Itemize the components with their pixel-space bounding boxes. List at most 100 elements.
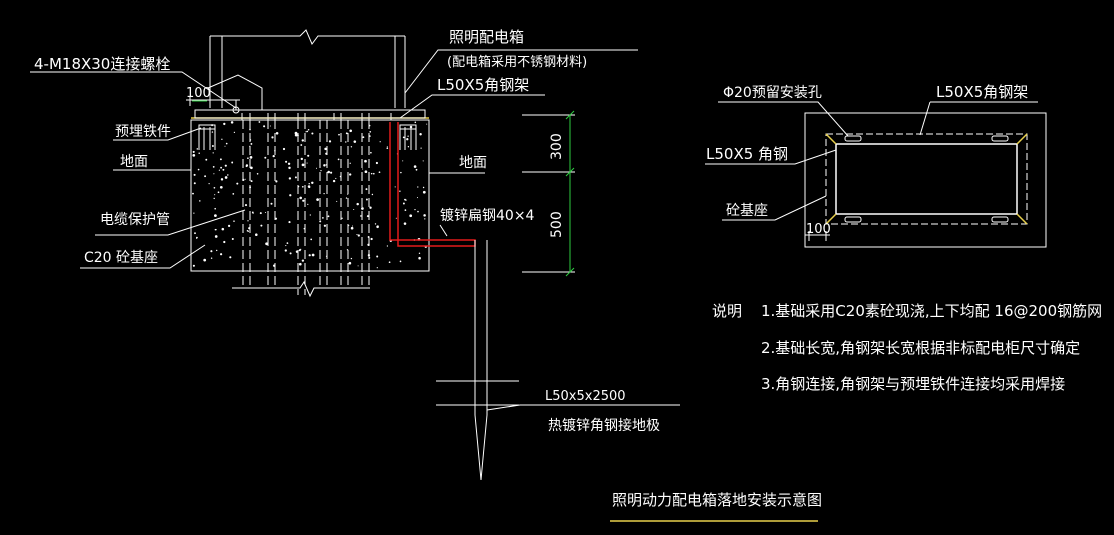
hatch-dot bbox=[214, 214, 217, 217]
hatch-dot bbox=[414, 208, 416, 211]
hatch-dot bbox=[386, 245, 389, 247]
base-leader bbox=[80, 244, 206, 269]
hatch-dot bbox=[204, 175, 207, 178]
hatch-dot bbox=[289, 194, 292, 197]
hatch-dot bbox=[341, 217, 343, 219]
ground-left-label: 地面 bbox=[120, 154, 148, 170]
bolt-label: 4-M18X30连接螺栓 bbox=[34, 55, 170, 73]
note-item-2: 2.基础长宽,角钢架长宽根据非标配电柜尺寸确定 bbox=[761, 339, 1080, 357]
plan-frame-corners bbox=[825, 133, 1028, 225]
hatch-dot bbox=[245, 165, 248, 168]
hatch-dot bbox=[357, 234, 360, 237]
hatch-dot bbox=[416, 197, 419, 199]
hatch-dot bbox=[375, 161, 378, 165]
hatch-dot bbox=[307, 203, 309, 205]
hatch-dot bbox=[345, 132, 348, 135]
angle-frame-top-label: L50X5角钢架 bbox=[437, 76, 529, 94]
hatch-dot bbox=[309, 214, 311, 216]
hatch-dot bbox=[233, 131, 236, 134]
hatch-dot bbox=[361, 207, 364, 210]
hatch-dot bbox=[203, 258, 207, 262]
hatch-dot bbox=[213, 197, 215, 200]
hatch-dot bbox=[414, 121, 417, 124]
hatch-dot bbox=[229, 256, 232, 259]
hatch-dot bbox=[231, 161, 234, 164]
hatch-dot bbox=[353, 208, 355, 211]
hatch-dot bbox=[199, 200, 201, 202]
hatch-dot bbox=[332, 179, 336, 183]
hatch-dot bbox=[264, 211, 267, 214]
hatch-dot bbox=[213, 173, 215, 175]
distribution-box bbox=[209, 29, 406, 108]
hatch-dot bbox=[422, 186, 425, 189]
hatch-dot bbox=[362, 168, 364, 170]
hatch-dot bbox=[323, 164, 326, 167]
hatch-dot bbox=[376, 225, 379, 229]
hatch-dot bbox=[216, 249, 218, 252]
hatch-dot bbox=[294, 131, 298, 135]
hatch-dot bbox=[400, 171, 402, 174]
dim-100-left-label: 100 bbox=[186, 86, 211, 101]
hatch-dot bbox=[259, 212, 262, 215]
hatch-dot bbox=[225, 142, 228, 145]
hatch-dot bbox=[394, 186, 396, 188]
hatch-dot bbox=[217, 191, 220, 194]
plan-hole-icon bbox=[991, 216, 1009, 223]
hatch-dot bbox=[192, 192, 194, 195]
plan-frame-leader bbox=[919, 101, 1038, 136]
hatch-dot bbox=[275, 132, 279, 135]
hatch-dot bbox=[260, 224, 263, 227]
hatch-dot bbox=[399, 260, 402, 263]
hatch-dot bbox=[247, 220, 249, 222]
hatch-dot bbox=[323, 224, 327, 227]
hatch-dot bbox=[263, 125, 266, 128]
hatch-dot bbox=[388, 261, 391, 264]
dim-100-left-line bbox=[186, 96, 212, 106]
hatch-dot bbox=[305, 131, 307, 133]
plan-hole-icon bbox=[844, 135, 862, 142]
hatch-dot bbox=[322, 217, 324, 219]
hatch-dot bbox=[223, 122, 226, 126]
embedded-part bbox=[198, 124, 417, 150]
hatch-dot bbox=[221, 138, 223, 140]
hatch-dot bbox=[301, 163, 305, 167]
hatch-dot bbox=[424, 218, 426, 220]
hatch-dot bbox=[272, 154, 275, 158]
hatch-dot bbox=[294, 133, 298, 137]
hatch-dot bbox=[255, 233, 258, 236]
hatch-dot bbox=[218, 169, 220, 171]
dim-500-label: 500 bbox=[549, 211, 565, 238]
hatch-dot bbox=[350, 226, 354, 230]
hatch-dot bbox=[224, 176, 228, 179]
hatch-dot bbox=[192, 154, 196, 157]
hatch-dot bbox=[219, 158, 222, 161]
hatch-dot bbox=[223, 240, 226, 244]
hatch-dot bbox=[369, 135, 371, 137]
hatch-dot bbox=[301, 139, 305, 142]
hatch-dot bbox=[350, 257, 353, 260]
hatch-dot bbox=[220, 166, 222, 169]
hatch-dot bbox=[418, 252, 421, 255]
electrode-leader bbox=[486, 404, 680, 411]
hatch-dot bbox=[402, 202, 405, 205]
hatch-dot bbox=[275, 180, 278, 183]
hatch-dot bbox=[417, 210, 419, 213]
hatch-dot bbox=[316, 198, 319, 201]
hatch-dot bbox=[210, 257, 213, 259]
flat-steel-leader bbox=[439, 224, 448, 237]
hatch-dot bbox=[300, 248, 302, 250]
hatch-dot bbox=[250, 142, 253, 145]
hatch-dot bbox=[403, 222, 407, 225]
note-item-1: 1.基础采用C20素砼现浇,上下均配 16@200钢筋网 bbox=[761, 302, 1102, 320]
hatch-dot bbox=[214, 235, 218, 238]
angle-frame-leader bbox=[399, 94, 545, 119]
hatch-dot bbox=[301, 259, 305, 262]
embedded-leader bbox=[113, 127, 202, 141]
hatch-dot bbox=[327, 215, 330, 218]
hatch-dot bbox=[370, 237, 373, 241]
box-note-label: (配电箱采用不锈钢材料) bbox=[447, 54, 587, 70]
plan-dim-100 bbox=[805, 231, 830, 241]
notes-heading: 说明 bbox=[712, 302, 742, 320]
hatch-dot bbox=[208, 183, 210, 185]
hatch-dot bbox=[249, 128, 251, 131]
